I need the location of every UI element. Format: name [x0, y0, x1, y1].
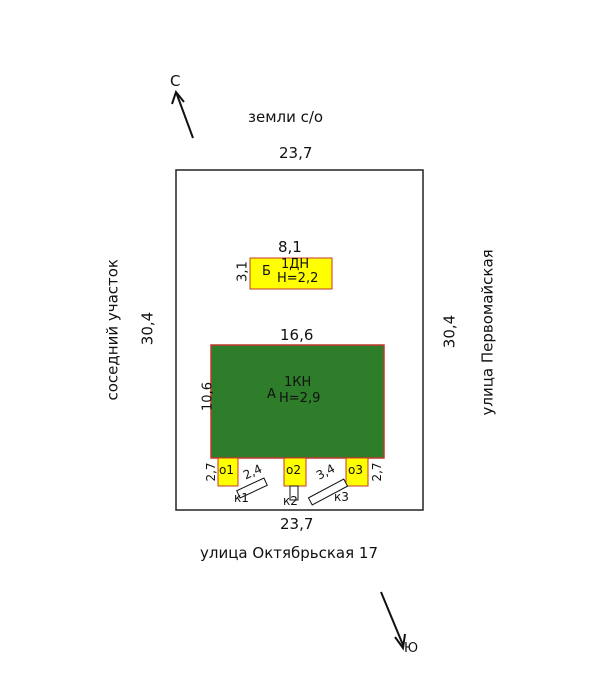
plot-right-length: 30,4 — [440, 314, 459, 349]
building-a-letter: А — [267, 387, 276, 402]
south-label: Ю — [404, 641, 419, 656]
porch-3 — [345, 457, 369, 487]
step-3 — [307, 478, 349, 506]
porch-3-label: о3 — [348, 463, 363, 477]
porch-1-depth: 2,7 — [204, 462, 218, 482]
step-2-label: к2 — [283, 494, 298, 508]
building-b-depth: 3,1 — [235, 261, 251, 282]
step-1-label: к1 — [234, 491, 249, 505]
bottom-street-label: улица Октябрьская 17 — [200, 544, 379, 562]
building-b-letter: Б — [262, 264, 271, 279]
step-1 — [236, 477, 268, 499]
building-a-floors: 1КН — [284, 375, 312, 390]
building-a-width: 16,6 — [280, 326, 314, 344]
porch-2-label: о2 — [286, 463, 301, 477]
north-label: С — [170, 72, 181, 90]
right-street-label: улица Первомайская — [478, 249, 497, 416]
north-arrow-icon — [171, 89, 194, 139]
plot-left-length: 30,4 — [138, 311, 157, 346]
building-b-floors: 1ДН — [281, 257, 310, 272]
top-neighbor-label: земли с/о — [248, 108, 324, 126]
building-b-width: 8,1 — [278, 238, 302, 256]
step-2 — [289, 485, 299, 501]
south-arrow-icon — [380, 591, 406, 651]
building-b-height: Н=2,2 — [277, 271, 319, 286]
plot-bottom-length: 23,7 — [280, 515, 314, 533]
plot-top-length: 23,7 — [279, 144, 313, 162]
building-a — [210, 344, 385, 459]
porch-1-label: о1 — [219, 463, 234, 477]
left-neighbor-label: соседний участок — [103, 259, 122, 401]
building-b — [249, 257, 333, 290]
building-a-height: Н=2,9 — [279, 391, 321, 406]
building-a-depth: 10,6 — [200, 382, 216, 411]
porch-1 — [217, 457, 239, 487]
step-3-label: к3 — [334, 490, 349, 504]
porch-3-depth: 2,7 — [370, 462, 384, 482]
plot-boundary — [175, 169, 424, 511]
